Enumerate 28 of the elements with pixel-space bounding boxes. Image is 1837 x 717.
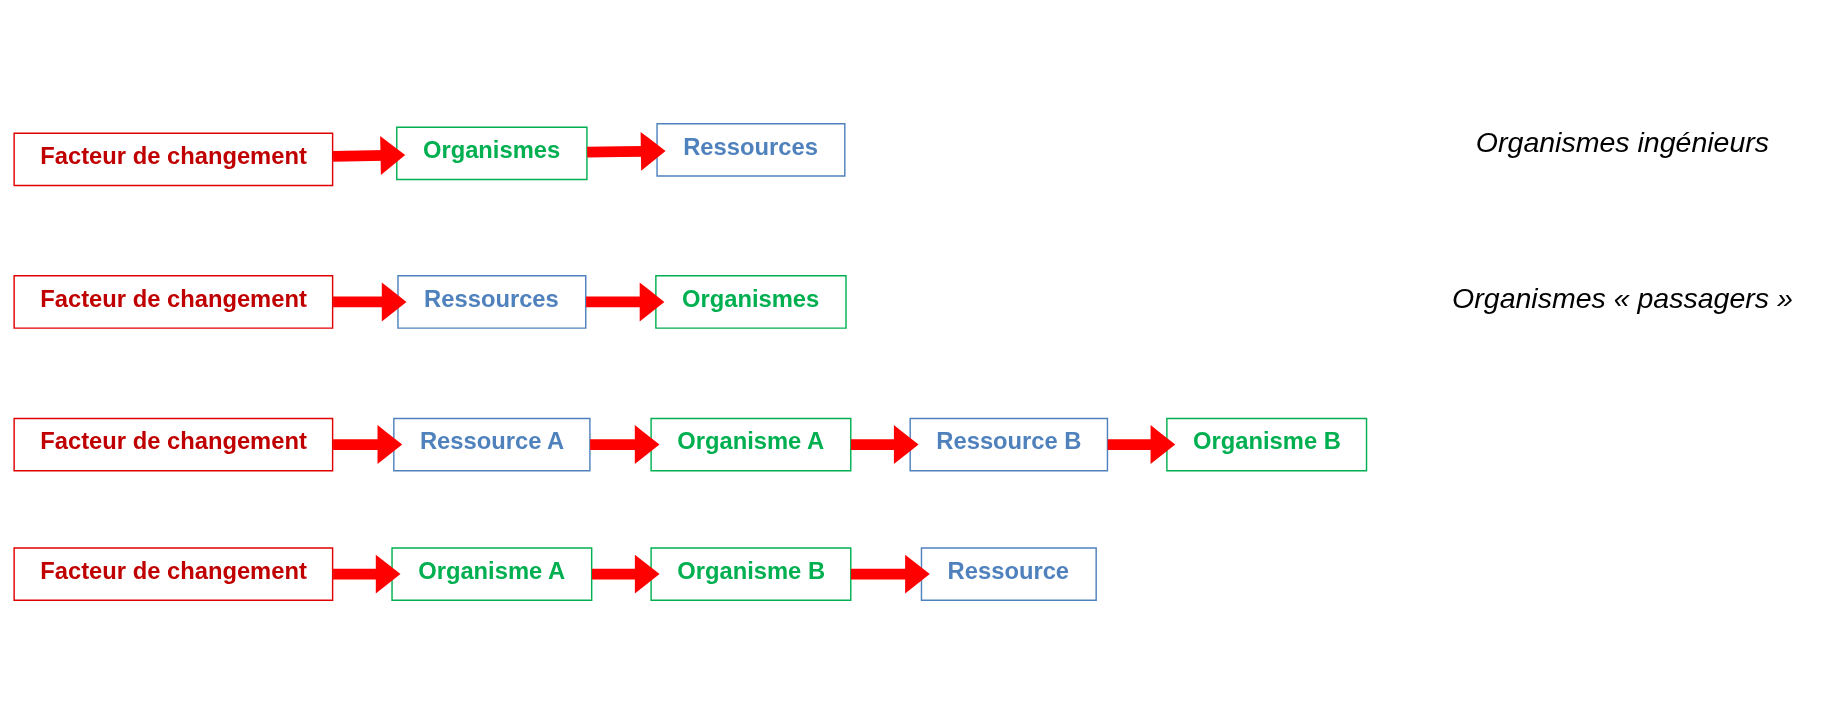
arrow [590, 424, 660, 464]
node-box: Ressources [656, 122, 846, 177]
arrow [850, 554, 930, 594]
node-box: Organisme B [1166, 417, 1368, 471]
arrow [333, 135, 406, 175]
node-box: Ressource B [909, 417, 1109, 471]
node-box: Organismes [655, 274, 847, 329]
arrow [333, 424, 403, 464]
node-box: Organisme A [391, 546, 593, 601]
label: Organismes ingénieurs [1475, 125, 1770, 158]
node-box: Ressources [397, 274, 587, 329]
node-box: Facteur de changement [13, 546, 334, 601]
node-box: Facteur de changement [13, 132, 334, 186]
arrow [586, 282, 665, 321]
node-box: Facteur de changement [13, 274, 334, 329]
node-box: Organisme A [650, 417, 852, 471]
node-box: Organismes [396, 126, 588, 180]
arrow [850, 424, 919, 464]
arrow [333, 554, 401, 594]
label: Organismes « passagers » [1452, 281, 1793, 314]
arrow [587, 131, 666, 171]
arrow [1107, 424, 1176, 464]
arrow [333, 282, 407, 321]
arrow [591, 554, 660, 594]
node-box: Ressource A [393, 417, 591, 471]
node-box: Facteur de changement [13, 417, 334, 471]
node-box: Ressource [920, 546, 1097, 601]
node-box: Organisme B [650, 546, 852, 601]
